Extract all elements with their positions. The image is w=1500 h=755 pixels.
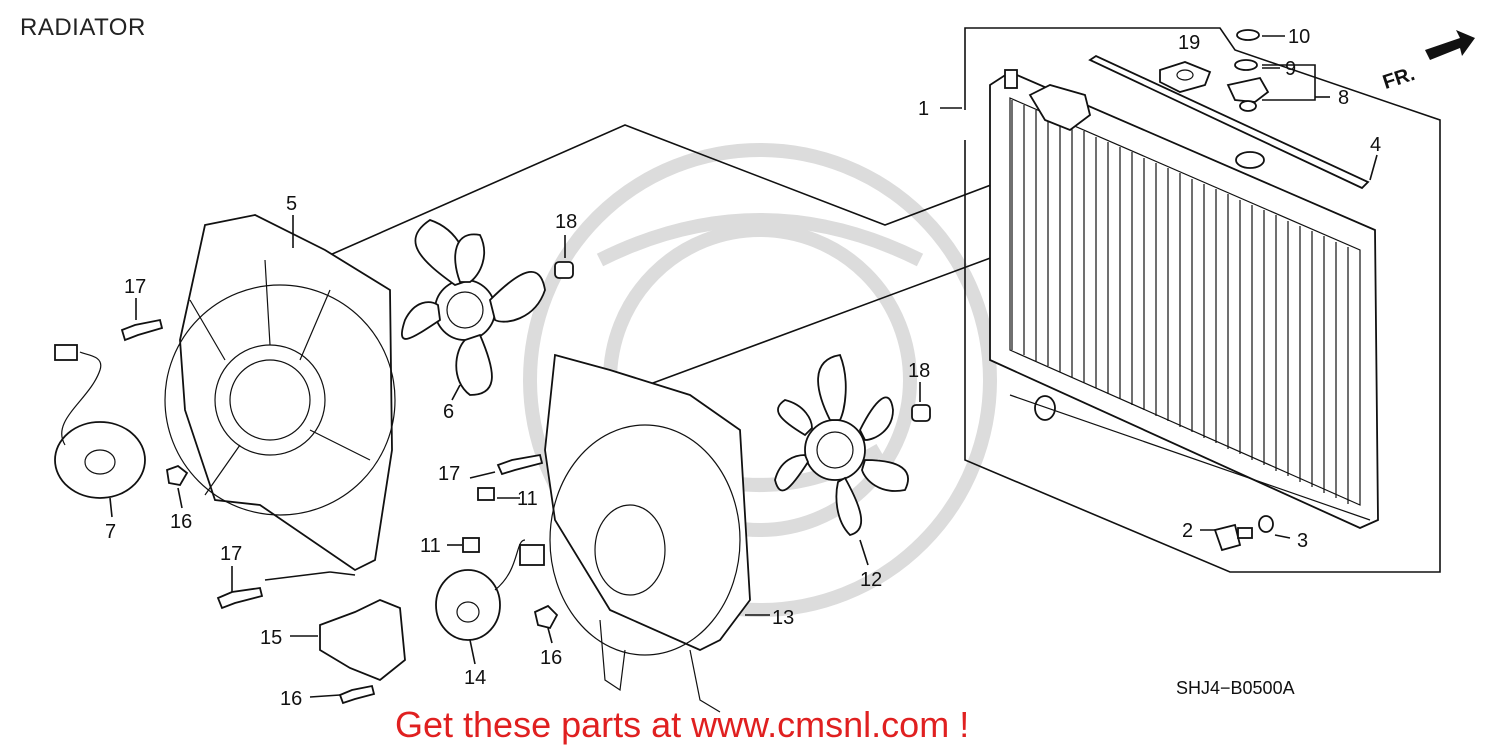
right-fan-motor <box>435 539 545 641</box>
front-marker-label: FR. <box>1380 63 1417 94</box>
callout-leaders <box>109 215 921 665</box>
shroud-cover <box>319 599 406 682</box>
fan-blade-6 <box>401 219 546 396</box>
callout-18-left: 18 <box>555 211 577 233</box>
connectors <box>462 487 495 553</box>
radiator-core <box>989 69 1379 529</box>
callout-15: 15 <box>260 627 282 649</box>
nuts <box>554 261 931 422</box>
callout-13: 13 <box>772 607 794 629</box>
left-fan-motor <box>54 344 146 499</box>
callout-9: 9 <box>1285 58 1296 80</box>
left-fan-shroud <box>164 214 396 572</box>
callout-12: 12 <box>860 569 882 591</box>
callout-18-right: 18 <box>908 360 930 382</box>
callout-4: 4 <box>1370 134 1381 156</box>
callout-11-upper: 11 <box>517 488 538 510</box>
callout-14: 14 <box>464 667 486 689</box>
page-title: RADIATOR <box>20 14 146 41</box>
radiator-cap-parts <box>1159 29 1270 112</box>
radiator-mount-strip <box>1088 54 1370 190</box>
front-direction-arrow: FR. <box>1380 30 1475 94</box>
callout-3: 3 <box>1297 530 1308 552</box>
callout-2: 2 <box>1182 520 1193 542</box>
callout-17-top: 17 <box>124 276 146 298</box>
callout-11-lower: 11 <box>420 535 441 557</box>
callout-5: 5 <box>286 193 297 215</box>
callout-16-mid: 16 <box>540 647 562 669</box>
callout-6: 6 <box>443 401 454 423</box>
callout-1: 1 <box>918 98 929 120</box>
callout-19: 19 <box>1178 32 1200 54</box>
callout-7: 7 <box>105 521 116 543</box>
callout-8: 8 <box>1338 87 1349 109</box>
callout-17-bottom: 17 <box>220 543 242 565</box>
callout-10: 10 <box>1288 26 1310 48</box>
promo-banner-link[interactable]: Get these parts at www.cmsnl.com ! <box>395 704 970 745</box>
right-fan-shroud <box>544 353 751 713</box>
fan-blade-12 <box>774 353 909 536</box>
callout-17-mid: 17 <box>438 463 460 485</box>
drain-plug-parts <box>1213 515 1274 552</box>
callout-numbers: 1 2 3 4 5 6 7 8 9 10 11 11 12 13 14 15 1… <box>105 26 1381 710</box>
callout-16-bottom: 16 <box>280 688 302 710</box>
diagram-code: SHJ4−B0500A <box>1176 678 1295 698</box>
callout-16-left: 16 <box>170 511 192 533</box>
